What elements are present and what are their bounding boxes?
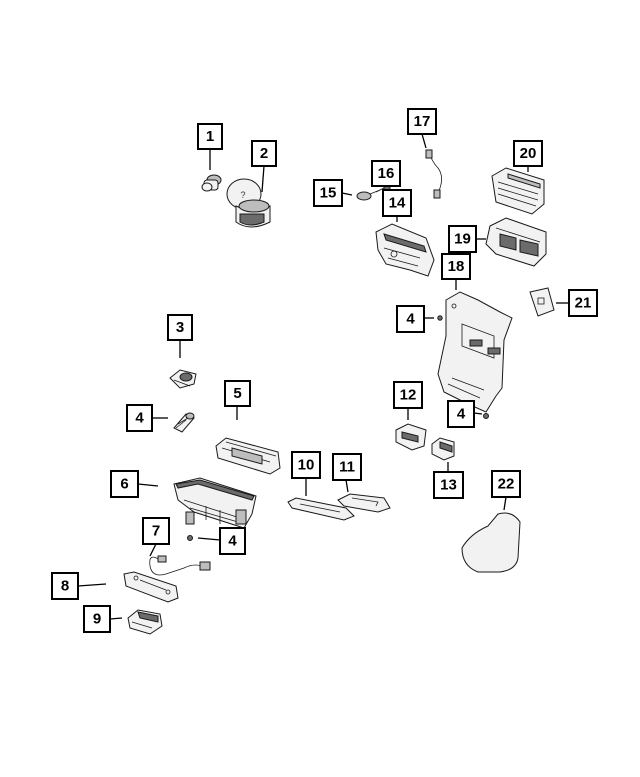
part-5-tray bbox=[215, 437, 281, 475]
part-14-bezel bbox=[375, 223, 435, 277]
callout-4-left-label: 4 bbox=[135, 410, 144, 427]
part-1-insert bbox=[201, 174, 222, 192]
callout-21-label: 21 bbox=[575, 295, 592, 312]
callout-6: 6 bbox=[110, 470, 139, 498]
callout-7: 7 bbox=[142, 517, 170, 545]
callout-3-label: 3 bbox=[176, 319, 184, 336]
part-10-mat bbox=[287, 497, 355, 521]
part-2-cup-holder: ? bbox=[226, 178, 271, 228]
part-4-clip-upper bbox=[437, 315, 443, 321]
callout-6-label: 6 bbox=[120, 476, 128, 493]
callout-12-label: 12 bbox=[400, 387, 417, 404]
callout-19-label: 19 bbox=[454, 231, 471, 248]
callout-12: 12 bbox=[393, 381, 423, 409]
callout-4-upper-right-label: 4 bbox=[406, 311, 415, 328]
part-9-module bbox=[127, 609, 163, 635]
callout-9-label: 9 bbox=[93, 611, 101, 628]
part-6-console-base bbox=[173, 477, 257, 529]
callout-16-label: 16 bbox=[378, 165, 395, 182]
callout-2: 2 bbox=[251, 140, 277, 167]
part-3-knob bbox=[169, 369, 197, 389]
part-12-usb-module bbox=[395, 423, 427, 451]
part-17-wire bbox=[425, 149, 442, 199]
part-22-mat bbox=[461, 512, 521, 573]
callout-4-upper-right: 4 bbox=[396, 305, 425, 333]
callout-4-lower-right-label: 4 bbox=[457, 406, 466, 423]
callout-20: 20 bbox=[513, 140, 543, 167]
callout-10: 10 bbox=[291, 451, 321, 479]
callout-11: 11 bbox=[332, 453, 362, 481]
callout-4-middle-label: 4 bbox=[228, 533, 237, 550]
callout-13: 13 bbox=[433, 471, 464, 499]
callout-5: 5 bbox=[224, 380, 251, 407]
callout-22: 22 bbox=[491, 470, 521, 498]
part-18-rear-panel bbox=[437, 291, 513, 413]
callout-8: 8 bbox=[51, 572, 79, 600]
callout-21: 21 bbox=[568, 289, 598, 317]
callout-8-label: 8 bbox=[61, 578, 69, 595]
callout-15-label: 15 bbox=[320, 185, 337, 202]
part-4-clip-middle bbox=[187, 535, 193, 541]
callout-15: 15 bbox=[313, 179, 343, 207]
part-4-plug-left bbox=[173, 412, 195, 433]
callout-11-label: 11 bbox=[339, 459, 355, 476]
part-8-bracket bbox=[123, 571, 179, 603]
callout-9: 9 bbox=[83, 605, 111, 633]
callout-7-label: 7 bbox=[152, 523, 160, 540]
callout-4-middle: 4 bbox=[219, 527, 246, 555]
callout-2-label: 2 bbox=[260, 145, 268, 162]
callout-18-label: 18 bbox=[448, 258, 465, 275]
callout-19: 19 bbox=[448, 225, 477, 253]
callout-1: 1 bbox=[197, 123, 223, 150]
callout-16: 16 bbox=[371, 160, 401, 187]
callout-10-label: 10 bbox=[298, 457, 315, 474]
part-19-rear-vent bbox=[485, 217, 547, 267]
callout-17: 17 bbox=[407, 108, 437, 135]
callout-14: 14 bbox=[382, 189, 412, 217]
callout-13-label: 13 bbox=[440, 477, 457, 494]
callout-14-label: 14 bbox=[389, 195, 406, 212]
callout-1-label: 1 bbox=[206, 128, 214, 145]
part-4-clip-lower bbox=[483, 413, 489, 419]
callout-4-lower-right: 4 bbox=[447, 400, 475, 428]
svg-text:?: ? bbox=[240, 190, 245, 200]
part-7-harness bbox=[149, 555, 211, 576]
callout-4-left: 4 bbox=[126, 404, 153, 432]
part-13-outlet bbox=[431, 437, 455, 461]
part-21-cover bbox=[529, 287, 555, 317]
callout-22-label: 22 bbox=[498, 476, 515, 493]
callout-3: 3 bbox=[167, 314, 193, 341]
part-11-plate bbox=[337, 493, 391, 513]
callout-5-label: 5 bbox=[233, 385, 241, 402]
callout-17-label: 17 bbox=[414, 113, 431, 130]
callout-18: 18 bbox=[441, 253, 471, 280]
part-20-vent bbox=[491, 167, 545, 215]
callout-20-label: 20 bbox=[520, 145, 537, 162]
